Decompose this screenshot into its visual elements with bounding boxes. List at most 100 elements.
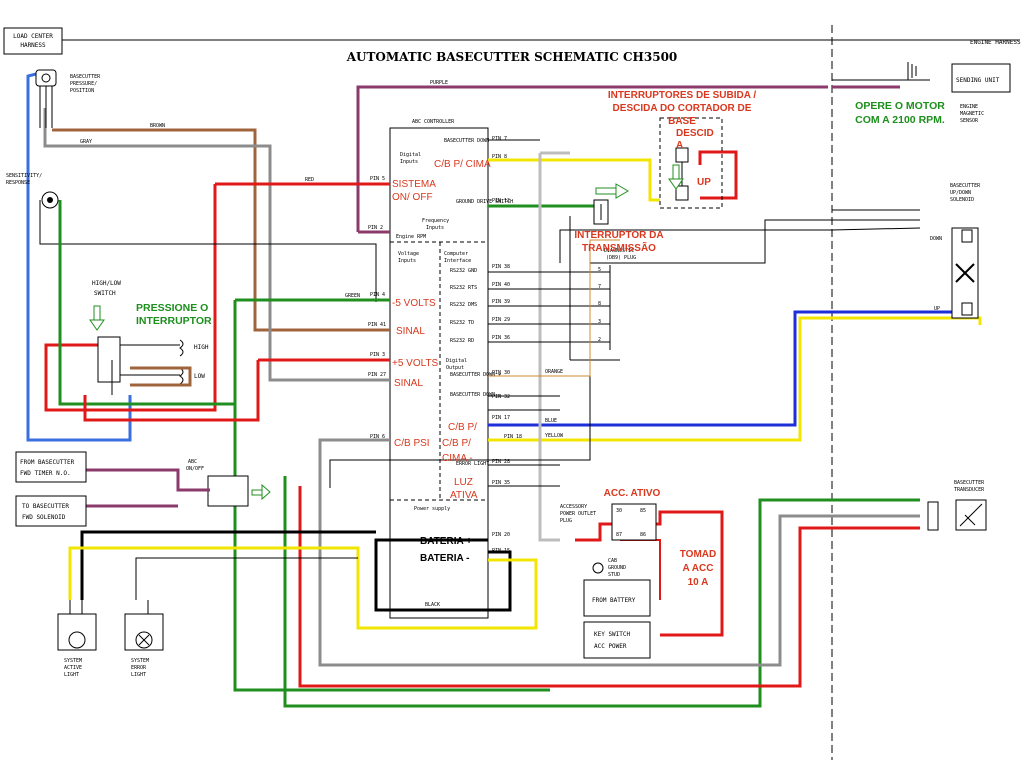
digital-output-label-2: Output [446, 365, 464, 371]
tag-brown: BROWN [150, 123, 165, 129]
solenoid-label-2: UP/DOWN [950, 190, 971, 196]
pin17-label: PIN 17 [492, 415, 510, 421]
engine-harness-label: ENGINE HARNESS [970, 39, 1021, 46]
digital-inputs-label: Digital [400, 152, 421, 158]
active-light-label-1: SYSTEM [64, 658, 82, 664]
digital-output-label: Digital [446, 358, 467, 364]
frequency-inputs-label-2: Inputs [426, 225, 444, 231]
ann-sistema-1: SISTEMA [392, 179, 436, 190]
sensitivity-label-2: RESPONSE [6, 180, 30, 186]
error-light-label-2: ERROR [131, 665, 147, 671]
system-error-light [124, 557, 358, 651]
ann-luz-ativa-1: LUZ [454, 477, 473, 488]
up-label-solenoid: UP [934, 306, 940, 312]
sensitivity-knob [41, 191, 59, 209]
tag-blue: BLUE [545, 418, 557, 424]
internal-rs232-gnd: RS232 GND [450, 268, 477, 274]
key-switch-label-1: KEY SWITCH [594, 631, 631, 638]
ann-sistema-2: ON/ OFF [392, 192, 433, 203]
tag-black: BLACK [425, 602, 440, 608]
updown-switch [675, 147, 689, 201]
tag-gray: GRAY [80, 139, 92, 145]
high-low-switch-label-2: SWITCH [94, 290, 116, 297]
sending-unit-box [951, 63, 1011, 93]
voltage-inputs-label-2: Inputs [398, 258, 416, 264]
wire-black-lights [80, 530, 376, 600]
low-label: LOW [194, 373, 205, 380]
tag-green: GREEN [345, 293, 360, 299]
down-arrow-icon [89, 305, 105, 331]
ann-descid-2: A [676, 140, 683, 151]
pin32-label: PIN 32 [492, 394, 510, 400]
pin27-label: PIN 27 [368, 372, 386, 378]
internal-ground-drive: GROUND DRIVE SWITCH [456, 199, 513, 205]
load-center-line1: LOAD CENTER [13, 33, 53, 40]
internal-bc-down-minus: BASECUTTER DOWN - [450, 392, 501, 398]
wire-color-tags: PURPLE BROWN GRAY RED GREEN YELLOW BLUE … [80, 80, 564, 608]
wire-red-updown [698, 150, 738, 200]
tag-red: RED [305, 177, 314, 183]
ann-tomada-1: TOMAD [680, 549, 716, 560]
ann-bateria-pos: BATERIA + [420, 536, 472, 547]
ann-cb-cima-baixo-1: C/B P/ [448, 422, 477, 433]
ann-opere-2: COM A 2100 RPM. [855, 114, 945, 126]
from-timer-label-1: FROM BASECUTTER [20, 459, 75, 466]
to-solenoid-label-1: TO BASECUTTER [22, 503, 69, 510]
wire-brown-sensor [52, 128, 390, 332]
internal-rs232-td: RS232 TD [450, 320, 474, 326]
error-light-label-3: LIGHT [131, 672, 146, 678]
to-solenoid-box [15, 495, 87, 527]
from-battery-box [583, 579, 651, 617]
magnetic-sensor-label-3: SENSOR [960, 118, 979, 124]
schematic-title: AUTOMATIC BASECUTTER SCHEMATIC CH3500 [346, 50, 678, 64]
to-solenoid-label-2: FWD SOLENOID [22, 514, 66, 521]
from-timer-box [15, 451, 87, 483]
pin5-label: PIN 5 [370, 176, 385, 182]
pin12-label: PIN 12 [492, 198, 510, 204]
ann-cb-cima: C/B P/ CIMA [434, 159, 491, 170]
high-low-switch [97, 336, 192, 395]
from-timer-label-2: FWD TIMER N.O. [20, 470, 71, 477]
internal-bc-down-plus: BASECUTTER DOWN + [450, 372, 501, 378]
wire-gray-diag [538, 153, 560, 542]
controller-box [389, 127, 489, 619]
sending-unit-label: SENDING UNIT [956, 77, 1000, 84]
error-light-label-1: SYSTEM [131, 658, 149, 664]
pin8-label: PIN 8 [492, 154, 507, 160]
ann-opere-1: OPERE O MOTOR [855, 100, 945, 112]
digital-inputs-label-2: Inputs [400, 159, 418, 165]
abc-onoff-label-1: ABC [188, 459, 197, 465]
diagnostic-plug: 5 7 8 3 2 [598, 265, 611, 350]
acc-relay: 30 85 87 86 [611, 503, 657, 541]
wire-orange-thin [488, 239, 620, 377]
ann-cb-psi: C/B PSI [394, 438, 430, 449]
pin6-label: PIN 6 [370, 434, 385, 440]
diag-plug-label-2: (DB9) PLUG [606, 255, 636, 261]
svg-text:30: 30 [616, 508, 622, 514]
ann-up: UP [697, 177, 711, 188]
diag-plug-label-1: DIAGNOSTIC [604, 248, 634, 254]
annotations: INTERRUPTORES DE SUBIDA / DESCIDA DO COR… [136, 90, 945, 588]
key-switch-label-2: ACC POWER [594, 643, 627, 650]
ann-interruptores-1: INTERRUPTORES DE SUBIDA / [608, 90, 757, 101]
ground-drive-switch [593, 199, 609, 225]
wire-black-battery [374, 538, 512, 612]
wire-gray-sensor [43, 108, 390, 382]
internal-rs232-rd: RS232 RD [450, 338, 474, 344]
ann-pressione-2: INTERRUPTOR [136, 315, 212, 327]
wire-red-left [44, 184, 217, 412]
basecutter-transducer [927, 499, 987, 531]
updown-solenoid [951, 227, 979, 319]
pin20-label: PIN 20 [492, 532, 510, 538]
ann-tomada-2: A ACC [683, 563, 714, 574]
wire-blue-solenoid [488, 310, 960, 427]
ground-drive-arrow-icon [595, 183, 629, 199]
system-active-light [57, 600, 97, 651]
transducer-label-2: TRANSDUCER [954, 487, 985, 493]
from-battery-label: FROM BATTERY [592, 597, 636, 604]
svg-text:7: 7 [598, 284, 601, 290]
up-arrow-icon [668, 164, 684, 190]
magnetic-sensor-label-1: ENGINE [960, 104, 978, 110]
